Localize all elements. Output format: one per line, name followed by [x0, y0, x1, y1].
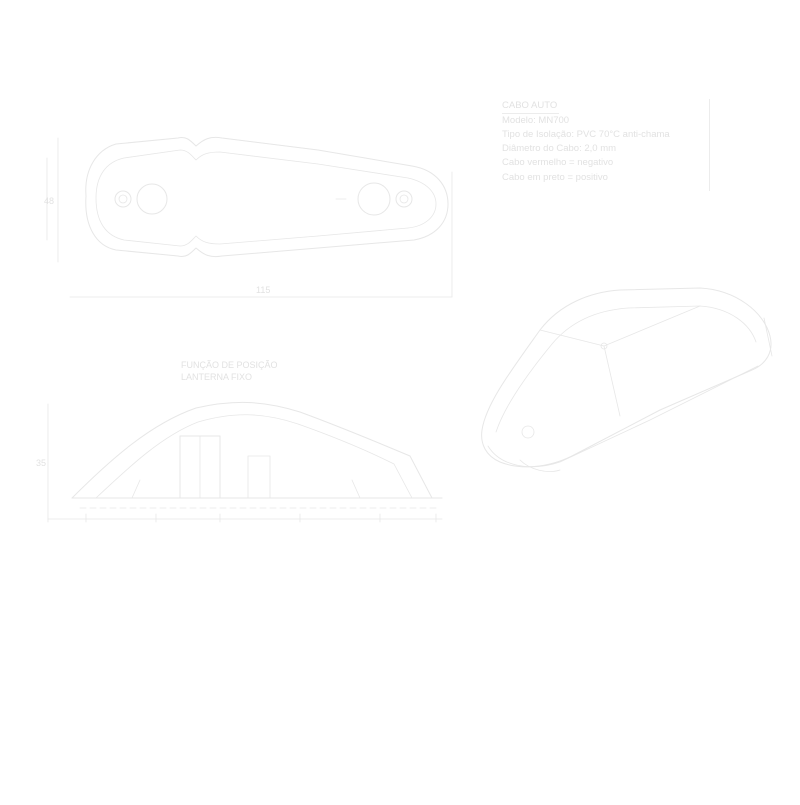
front-view-clip-right [351, 479, 361, 499]
iso-end-cap [763, 317, 773, 357]
front-view-dome-profile [71, 401, 433, 499]
front-view-terminal [247, 455, 271, 499]
iso-base-flange [487, 365, 759, 468]
top-view-left-screw-hole [114, 190, 132, 208]
top-view-right-screw-hole [395, 190, 413, 208]
top-view-left-bulb-socket [136, 183, 168, 215]
top-view-inner-contour [95, 149, 437, 247]
cable-spec-model: Modelo: MN700 [502, 115, 570, 126]
front-view-inner-profile [95, 414, 413, 499]
cable-spec-block: CABO AUTO Modelo: MN700 Tipo de Isolação… [500, 99, 710, 191]
front-view-caption-line2: LANTERNA FIXO [181, 372, 252, 382]
front-view: FUNÇÃO DE POSIÇÃO LANTERNA FIXO 35 [36, 360, 443, 523]
top-view-outer-contour [85, 136, 449, 258]
top-view-height-label: 48 [44, 196, 54, 206]
iso-top-edge [603, 305, 701, 347]
cable-spec-black-wire: Cabo em preto = positivo [502, 172, 608, 183]
cable-spec-insulation: Tipo de Isolação: PVC 70°C anti-chama [502, 129, 670, 140]
isometric-view [481, 287, 773, 472]
top-view-right-screw-hole-inner [399, 194, 409, 204]
cable-spec-diameter: Diâmetro do Cabo: 2,0 mm [502, 143, 617, 154]
front-view-caption-line1: FUNÇÃO DE POSIÇÃO [181, 360, 278, 370]
front-view-height-label: 35 [36, 458, 46, 468]
top-view-left-screw-hole-inner [118, 194, 128, 204]
iso-outer-body [481, 287, 772, 468]
iso-front-face [539, 329, 621, 417]
iso-wire-exit [519, 459, 561, 472]
iso-lens-ridge [495, 305, 757, 433]
front-view-clip-left [131, 479, 141, 499]
iso-screw-hole-left [521, 425, 535, 439]
top-view-width-label: 115 [256, 285, 270, 295]
front-view-ticks [85, 513, 437, 523]
cable-spec-red-wire: Cabo vermelho = negativo [502, 157, 614, 168]
top-view: 115 48 [44, 136, 453, 298]
top-view-right-bulb-socket [357, 182, 391, 216]
iso-reference-point [600, 342, 608, 350]
cable-spec-title: CABO AUTO [502, 99, 560, 115]
